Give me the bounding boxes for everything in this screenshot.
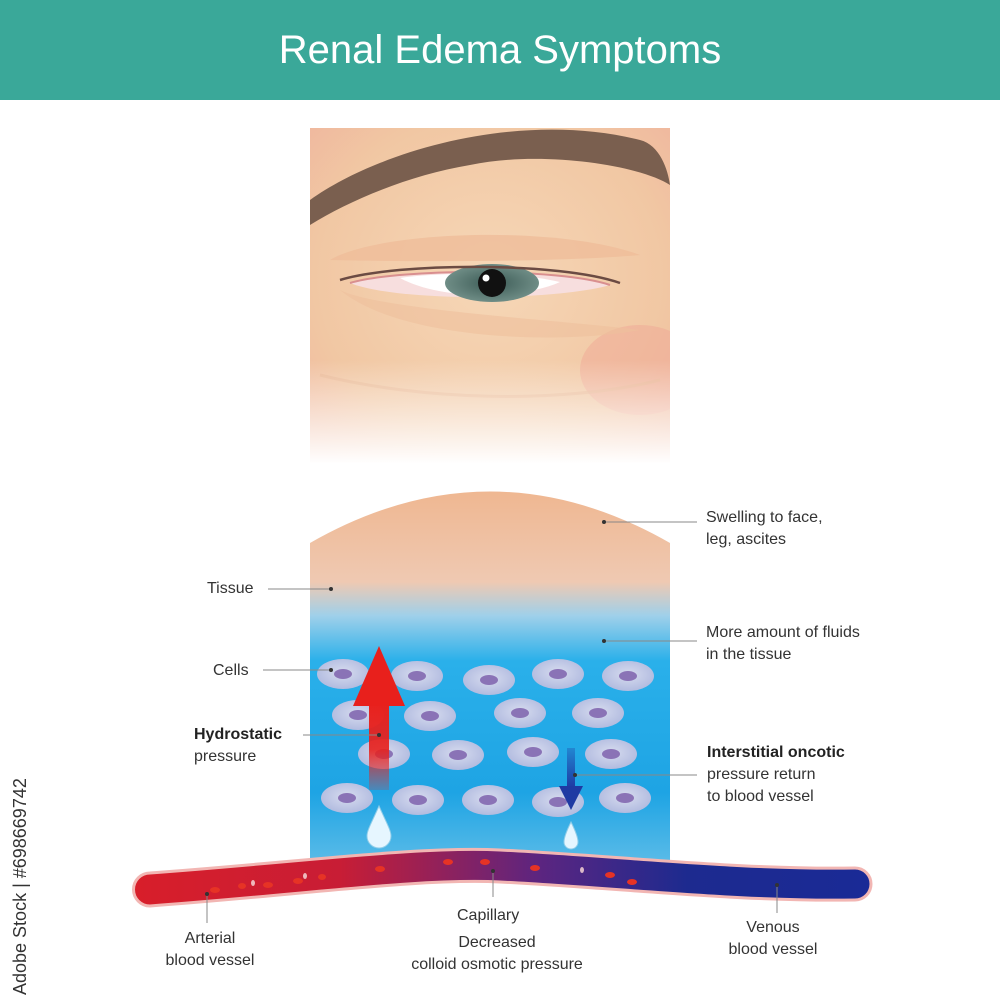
cell-icon [392, 785, 444, 815]
cell-icon [462, 785, 514, 815]
cell-icon [321, 783, 373, 813]
cell-icon [391, 661, 443, 691]
cell-icon [585, 739, 637, 769]
face-fade [310, 360, 670, 464]
leader-dots [205, 520, 779, 896]
venous-line-1: Venous [746, 919, 800, 936]
fluids-line-2: in the tissue [706, 646, 792, 663]
down-arrow-icon [559, 748, 583, 810]
droplet-icon [563, 820, 579, 850]
decreased-line-2: colloid osmotic pressure [411, 956, 583, 973]
decreased-line-1: Decreased [458, 934, 536, 951]
stock-id-text: Adobe Stock | #698669742 [10, 778, 30, 995]
hydrostatic-line-2: pressure [194, 748, 257, 765]
oncotic-line-3: to blood vessel [707, 788, 814, 805]
cells-label: Cells [213, 662, 249, 679]
arterial-line-2: blood vessel [165, 952, 255, 969]
oncotic-line-1: Interstitial oncotic [707, 744, 845, 761]
page-title: Renal Edema Symptoms [278, 27, 722, 72]
leader-lines [206, 521, 778, 923]
hydrostatic-line-1: Hydrostatic [194, 726, 283, 743]
arterial-line-1: Arterial [184, 930, 236, 947]
fluids-line-1: More amount of fluids [706, 624, 860, 641]
venous-line-2: blood vessel [728, 941, 818, 958]
up-arrow-icon [353, 646, 405, 790]
eyebrow [310, 129, 670, 225]
capillary-vessel [132, 847, 873, 908]
cells-group [317, 659, 654, 817]
fluids-label: More amount of fluids in the tissue [706, 622, 860, 666]
tissue-label: Tissue [207, 580, 254, 597]
decreased-label: Decreased colloid osmotic pressure [390, 932, 604, 976]
cell-icon [463, 665, 515, 695]
swelling-line-1: Swelling to face, [706, 509, 823, 526]
oncotic-line-2: pressure return [707, 766, 816, 783]
swelling-line-2: leg, ascites [706, 531, 787, 548]
arterial-label: Arterial blood vessel [150, 928, 270, 972]
eye-icon [339, 264, 621, 302]
header-banner: Renal Edema Symptoms [0, 0, 1000, 100]
venous-label: Venous blood vessel [713, 917, 833, 961]
cell-icon [432, 740, 484, 770]
cell-icon [494, 698, 546, 728]
swelling-label: Swelling to face, leg, ascites [706, 507, 823, 551]
cell-icon [532, 659, 584, 689]
hydrostatic-label: Hydrostatic pressure [194, 724, 282, 768]
cell-icon [507, 737, 559, 767]
cell-icon [404, 701, 456, 731]
cell-icon [602, 661, 654, 691]
oncotic-label: Interstitial oncotic pressure return to … [707, 742, 845, 808]
cell-icon [599, 783, 651, 813]
cell-icon [572, 698, 624, 728]
capillary-label: Capillary [457, 907, 520, 924]
cell-icon [317, 659, 369, 689]
droplet-icon [366, 804, 392, 849]
